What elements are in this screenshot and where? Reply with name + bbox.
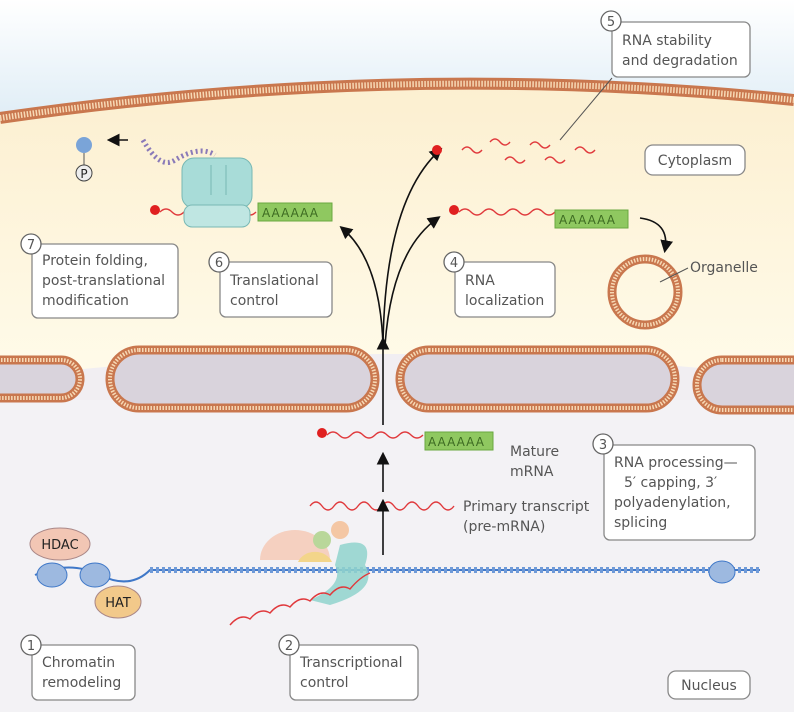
svg-text:7: 7 — [27, 238, 35, 253]
step-3-rna-processing: 3 RNA processing—5′ capping, 3′polyadeny… — [592, 433, 756, 541]
svg-text:1: 1 — [27, 639, 35, 654]
nucleus-label-box — [667, 670, 751, 700]
mature-mrna — [326, 431, 424, 439]
five-prime-cap — [449, 205, 459, 215]
transcription-complex — [229, 521, 371, 626]
svg-text:4: 4 — [450, 256, 458, 271]
primary-transcript-label: Primary transcript(pre-mRNA) — [463, 499, 590, 535]
svg-text:AAAAAA: AAAAAA — [559, 213, 616, 227]
svg-text:AAAAAA: AAAAAA — [428, 435, 485, 449]
organelle: Organelle — [607, 254, 758, 330]
cytoplasm-label-box — [644, 144, 746, 176]
five-prime-cap — [432, 145, 442, 155]
nucleosome — [708, 560, 736, 584]
svg-text:Protein folding,post-translati: Protein folding,post-translationalmodifi… — [42, 253, 165, 309]
arrow-to-localization — [384, 216, 441, 346]
five-prime-cap — [317, 428, 327, 438]
organelle-arrow — [639, 217, 673, 254]
nucleus-label: Nucleus — [681, 678, 737, 694]
hdac-enzyme — [29, 527, 91, 561]
localized-mrna — [458, 208, 556, 216]
nuclear-envelope — [0, 345, 794, 415]
cytoplasm-region — [0, 83, 794, 381]
nucleosome — [79, 562, 111, 588]
cytoplasm-label: Cytoplasm — [658, 153, 732, 169]
nucleosome — [36, 562, 68, 588]
hat-label: HAT — [105, 596, 131, 611]
svg-text:RNA processing—5′ capping, 3′p: RNA processing—5′ capping, 3′polyadenyla… — [614, 455, 738, 531]
polypeptide-chain — [140, 138, 217, 165]
hat-enzyme — [94, 585, 142, 619]
poly-a-tail — [554, 209, 629, 229]
phosphate-group — [75, 164, 93, 182]
nascent-rna — [229, 572, 371, 626]
svg-text:6: 6 — [215, 256, 223, 271]
ribosome — [181, 157, 253, 228]
svg-text:5: 5 — [607, 15, 615, 30]
poly-a-tail — [424, 431, 494, 451]
dna-strand — [34, 560, 760, 588]
organelle-label: Organelle — [690, 260, 758, 276]
arrow-to-translation — [339, 225, 384, 346]
svg-text:AAAAAA: AAAAAA — [262, 206, 319, 220]
svg-text:2: 2 — [285, 639, 293, 654]
svg-text:3: 3 — [599, 438, 607, 453]
folded-protein — [76, 137, 92, 153]
arrow-to-degradation — [382, 147, 443, 346]
poly-a-tail — [257, 202, 333, 222]
phosphate-label: P — [80, 167, 87, 181]
hdac-label: HDAC — [41, 538, 78, 553]
degraded-mrna-fragments — [461, 138, 596, 164]
five-prime-cap — [150, 205, 160, 215]
